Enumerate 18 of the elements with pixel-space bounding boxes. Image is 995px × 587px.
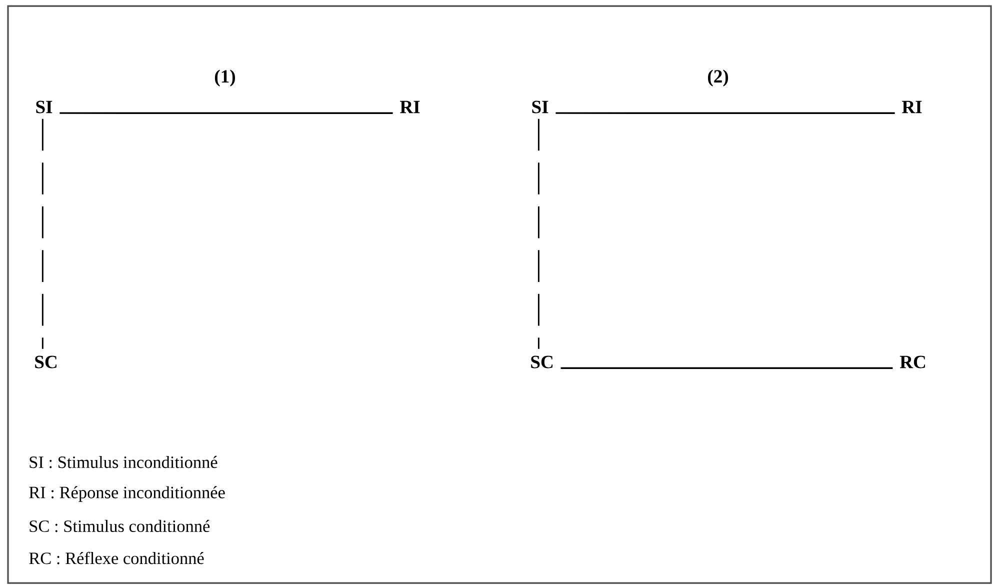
definition-text: SC : Stimulus conditionné [30,520,210,532]
connecting-line [60,112,393,114]
term-label: SI [36,100,52,114]
dashed-line [538,118,540,349]
term-label: SI [532,100,548,114]
panel-number: (2) [708,70,728,86]
term-label: RI [400,100,420,114]
panel-number: (1) [214,70,235,86]
dashed-line [42,118,44,349]
definition-text: RI : Réponse inconditionnée [29,486,225,502]
definition-text: RC : Réflexe conditionné [29,552,204,564]
term-label: RI [902,100,922,114]
definition-text: SI : Stimulus inconditionné [30,456,218,468]
term-label: SC [531,356,552,368]
term-label: SC [35,356,56,368]
connecting-line [560,367,893,369]
term-label: RC [900,356,925,368]
connecting-line [556,112,895,114]
